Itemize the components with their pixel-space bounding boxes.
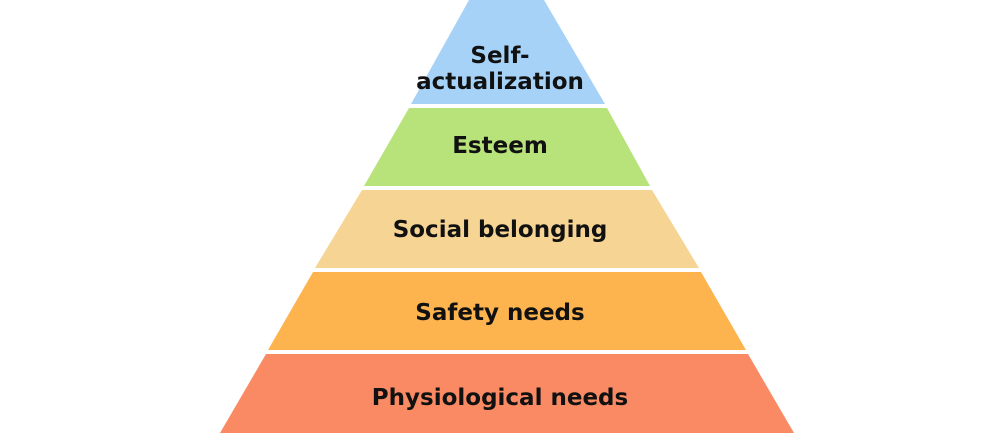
tier-physiological-needs	[220, 354, 794, 433]
tier-self-actualization	[411, 0, 605, 104]
tier-safety-needs	[268, 272, 746, 350]
tier-label-safety-needs: Safety needs	[415, 300, 585, 326]
tier-label-esteem: Esteem	[452, 133, 548, 159]
tier-social-belonging	[315, 190, 699, 268]
tier-label-social-belonging: Social belonging	[392, 217, 608, 243]
tier-esteem	[364, 108, 650, 186]
tier-label-physiological-needs: Physiological needs	[371, 385, 629, 411]
tier-label-self-actualization: Self- actualization	[416, 43, 584, 95]
